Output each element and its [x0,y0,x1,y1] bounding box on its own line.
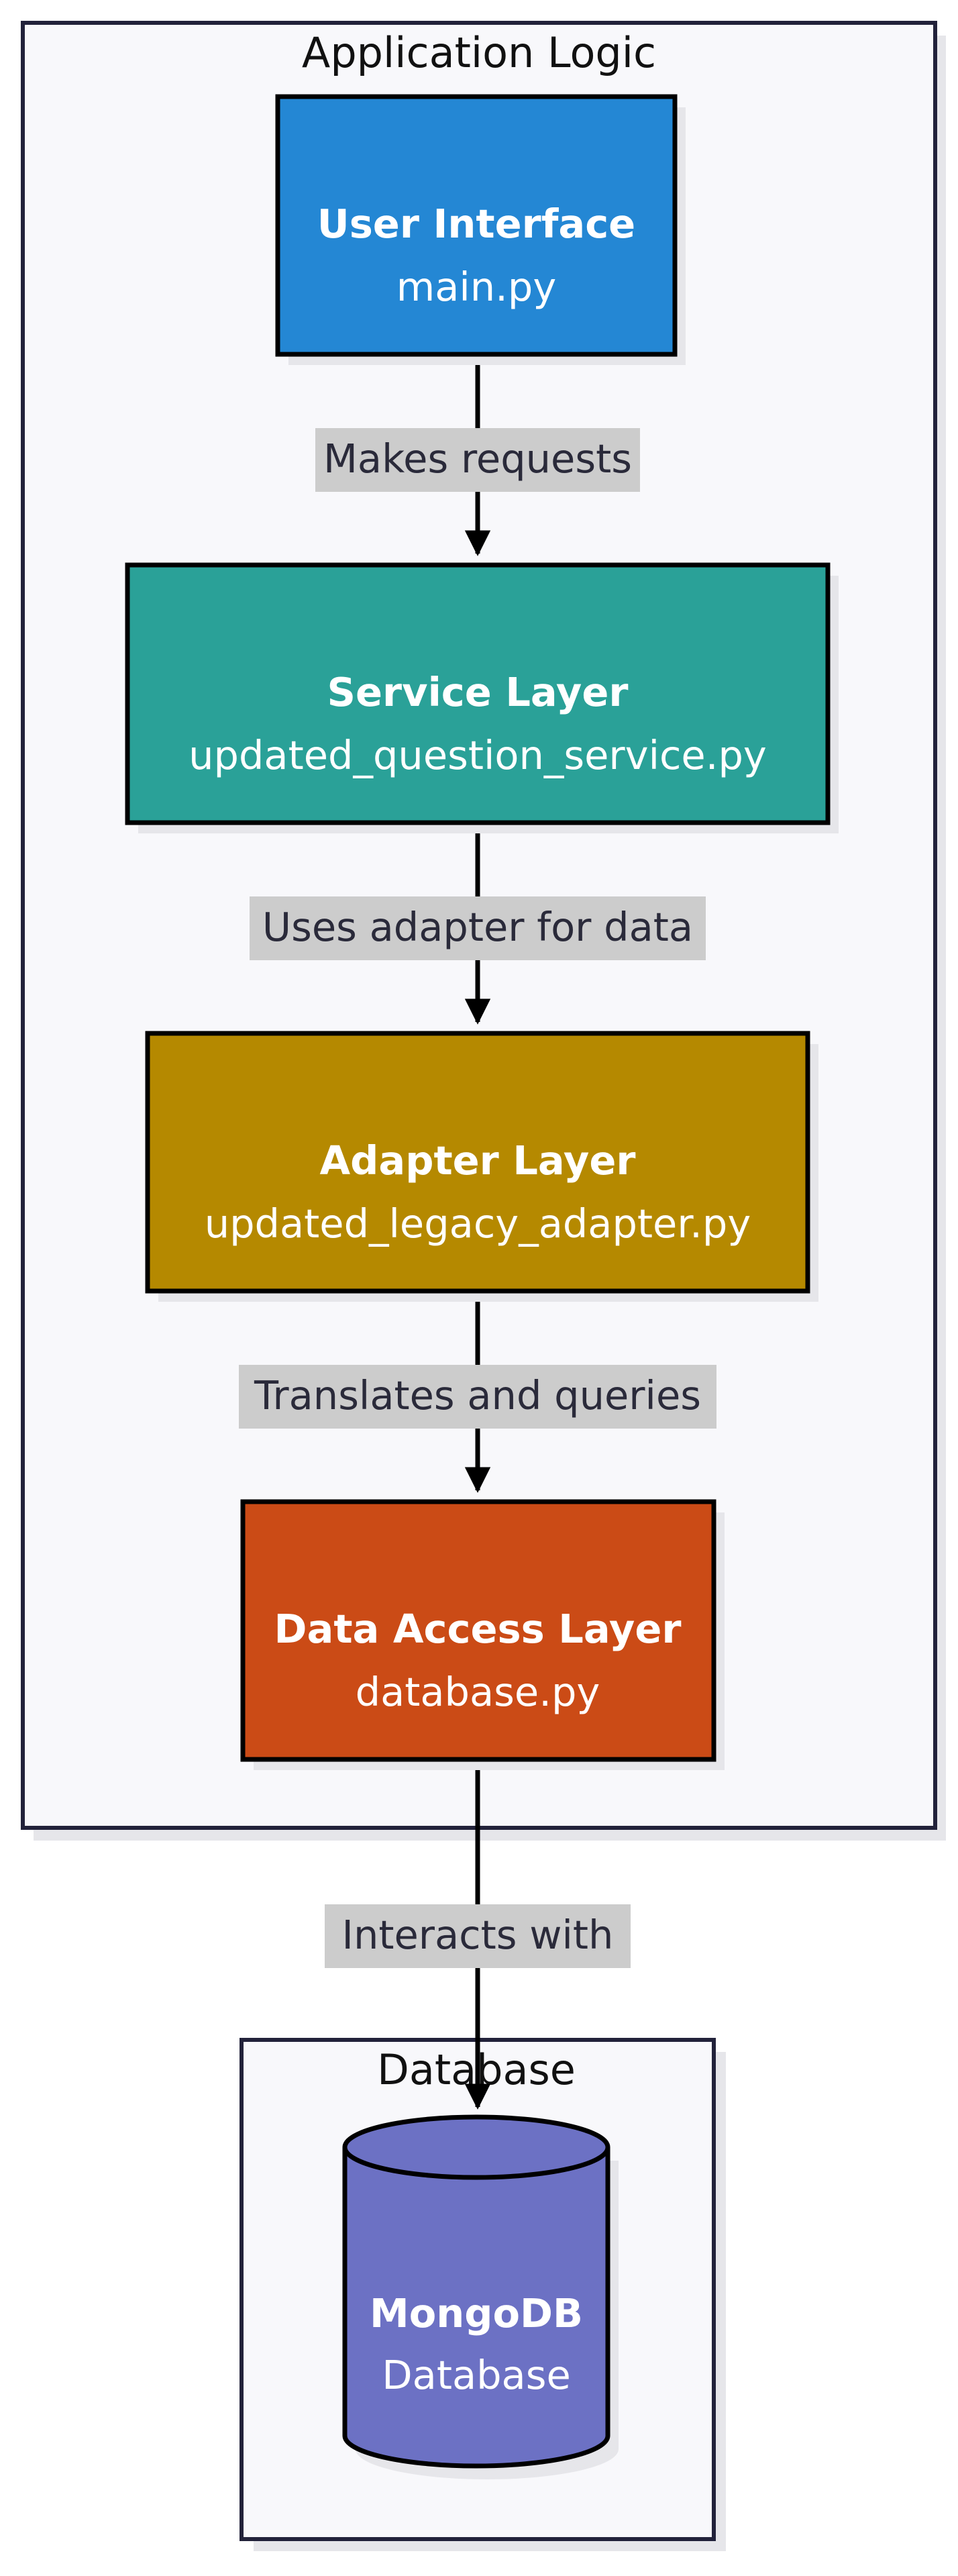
node-title: MongoDB [370,2290,583,2336]
cylinder-body[interactable] [342,2147,610,2469]
node-adapter-layer[interactable]: Adapter Layer updated_legacy_adapter.py [145,1031,818,1302]
node-subtitle: database.py [356,1669,600,1715]
edge-ui-to-service: Makes requests [315,356,640,556]
node-subtitle: updated_legacy_adapter.py [205,1200,751,1247]
edges: Makes requests Uses adapter for data Tra… [239,356,716,2110]
node-box[interactable] [275,94,678,357]
node-subtitle: updated_question_service.py [189,732,767,778]
edge-label: Translates and queries [254,1372,701,1419]
edge-data-access-to-mongodb: Interacts with [325,1761,631,2110]
node-title: Data Access Layer [274,1606,682,1652]
node-mongodb[interactable]: MongoDB Database [342,2114,619,2479]
node-box[interactable] [240,1499,716,1762]
edge-label: Interacts with [342,1912,614,1958]
node-service-layer[interactable]: Service Layer updated_question_service.p… [125,562,839,833]
node-title: Service Layer [327,669,629,715]
edge-label-bg [315,428,640,492]
node-box[interactable] [145,1031,810,1294]
cylinder-top [342,2114,610,2180]
edge-label-bg [239,1365,716,1429]
edge-adapter-to-data-access: Translates and queries [239,1292,716,1493]
subgraph-title: Application Logic [302,28,656,77]
edge-service-to-adapter: Uses adapter for data [250,824,706,1025]
node-subtitle: main.py [396,264,557,310]
node-title: User Interface [317,201,635,247]
node-data-access-layer[interactable]: Data Access Layer database.py [240,1499,725,1770]
node-title: Adapter Layer [320,1137,636,1184]
node-user-interface[interactable]: User Interface main.py [275,94,686,365]
edge-label: Uses adapter for data [262,904,693,950]
node-subtitle: Database [382,2352,571,2398]
edge-label-bg [325,1904,631,1968]
node-box[interactable] [125,562,831,825]
edge-label-bg [250,896,706,960]
edge-label: Makes requests [323,435,632,482]
